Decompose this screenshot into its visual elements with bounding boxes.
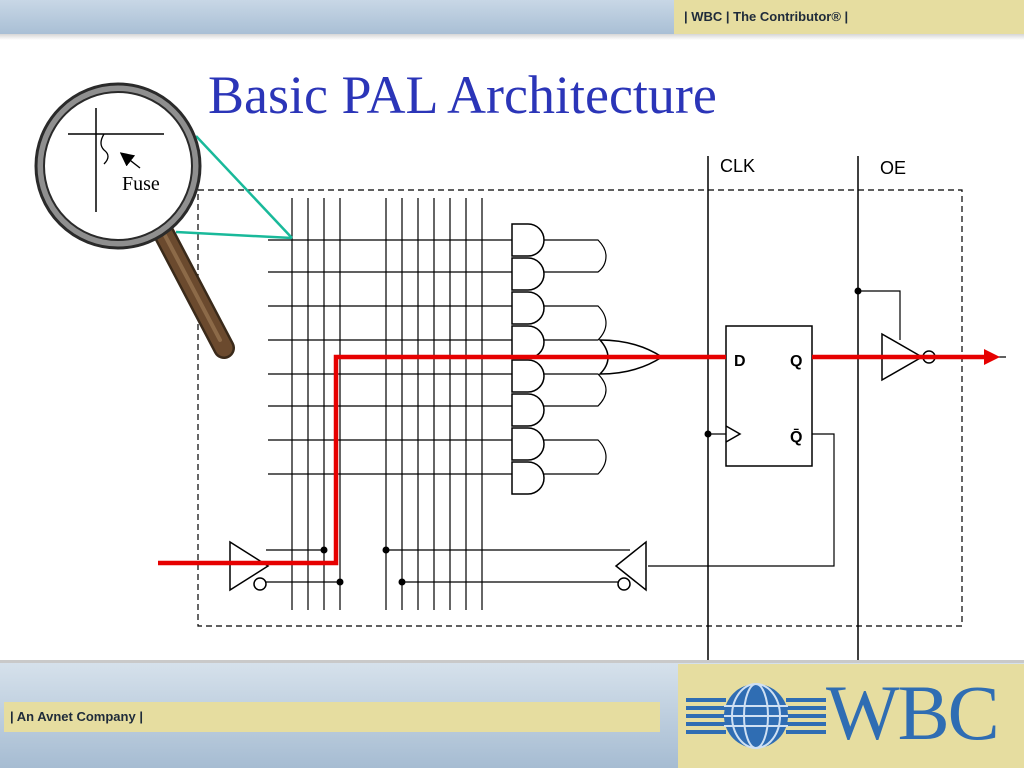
qbar-feedback-wire (648, 433, 835, 567)
footer-tag-text: | An Avnet Company | (10, 709, 143, 724)
device-boundary (197, 189, 963, 627)
clk-label: CLK (720, 156, 755, 176)
oe-enable-wire (858, 290, 901, 340)
input-buffer-bubble (253, 577, 267, 591)
bottom-banner-edge (0, 660, 1024, 663)
wbc-globe-icon (686, 683, 826, 749)
oe-junction-dot (854, 287, 862, 295)
footer-tag (4, 702, 660, 732)
input-dot-2 (336, 578, 344, 586)
input-buffer (229, 540, 270, 592)
top-banner-shadow (0, 34, 1024, 40)
and-output-wiring (544, 239, 607, 475)
header-tag-text: | WBC | The Contributor® | (684, 9, 849, 24)
slide-title: Basic PAL Architecture (208, 65, 717, 125)
product-term-lines (268, 239, 512, 475)
signal-path-arrowhead (984, 349, 1000, 365)
input-dot-1 (320, 546, 328, 554)
ff-qbar-label: Q̄ (790, 427, 802, 446)
header-tag (674, 0, 1024, 34)
fuse-label: Fuse (122, 173, 160, 195)
feedback-buffer-bubble (617, 577, 631, 591)
oe-label: OE (880, 158, 906, 178)
clk-junction-dot (704, 430, 712, 438)
feedback-dot-2 (398, 578, 406, 586)
input-column-lines (291, 198, 483, 610)
wbc-logo-text: WBC (826, 669, 1000, 756)
magnifier-fuse-callout (34, 82, 293, 359)
highlighted-signal-path (158, 354, 986, 566)
feedback-dot-1 (382, 546, 390, 554)
and-gate-array (511, 223, 545, 495)
feedback-buffer (614, 540, 647, 592)
ff-q-label: Q (790, 353, 802, 370)
ff-clock-triangle (725, 425, 742, 443)
d-flip-flop (725, 325, 813, 467)
input-buffer-wires (266, 549, 340, 583)
feedback-wires (386, 549, 630, 583)
ff-d-label: D (734, 353, 746, 370)
